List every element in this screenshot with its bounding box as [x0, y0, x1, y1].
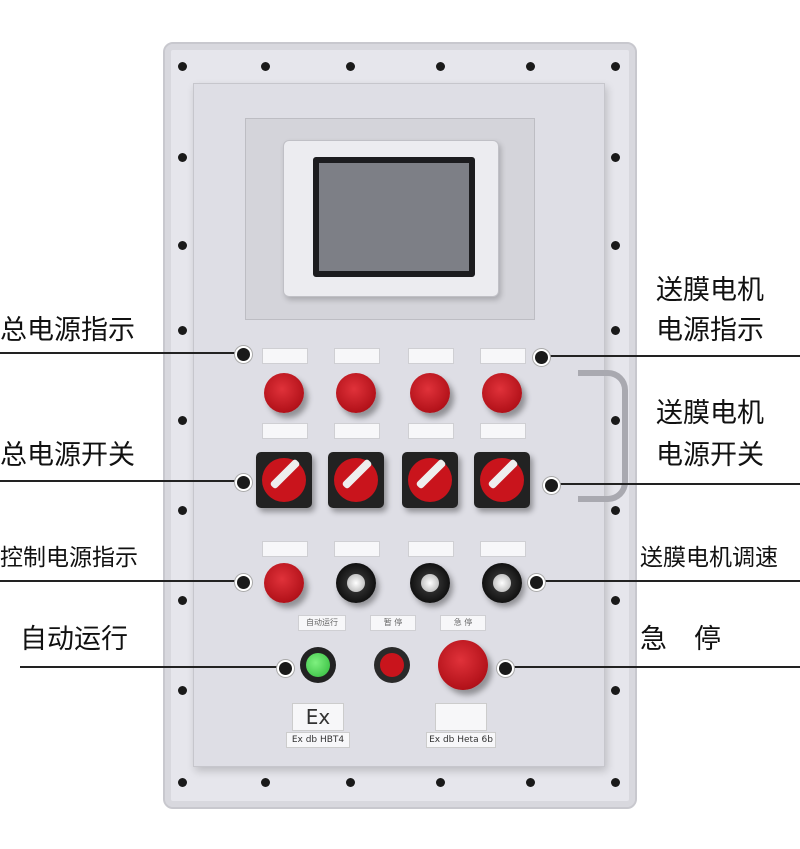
bolt-hole — [611, 778, 620, 787]
callout-dot — [277, 660, 294, 677]
label-plate — [408, 423, 454, 439]
callout-emergency-stop: 急 停 — [640, 624, 721, 655]
callout-dot — [235, 474, 252, 491]
bolt-hole — [611, 596, 620, 605]
callout-dot — [543, 477, 560, 494]
callout-film-motor-power-indicator-1: 送膜电机 — [656, 275, 764, 306]
rotary-power-switch[interactable] — [328, 452, 384, 508]
callout-main-power-indicator: 总电源指示 — [0, 315, 135, 346]
speed-control-knob[interactable] — [336, 563, 376, 603]
bolt-hole — [526, 62, 535, 71]
bolt-hole — [611, 62, 620, 71]
callout-control-power-indicator: 控制电源指示 — [0, 545, 138, 571]
speed-control-knob[interactable] — [482, 563, 522, 603]
label-plate — [262, 541, 308, 557]
blank-plate — [435, 703, 487, 731]
callout-film-motor-power-indicator-2: 电源指示 — [656, 315, 764, 346]
rotary-power-switch[interactable] — [402, 452, 458, 508]
label-plate — [334, 541, 380, 557]
label-plate — [408, 541, 454, 557]
callout-dot — [235, 346, 252, 363]
emergency-stop-button[interactable] — [438, 640, 488, 690]
ex-mark: Ex — [292, 703, 344, 731]
callout-dot — [497, 660, 514, 677]
leader-line — [0, 580, 238, 582]
bolt-hole — [261, 62, 270, 71]
bolt-hole — [611, 153, 620, 162]
label-plate — [262, 348, 308, 364]
label-plate — [480, 541, 526, 557]
door-handle[interactable] — [578, 370, 628, 502]
bolt-hole — [436, 778, 445, 787]
power-indicator-light — [336, 373, 376, 413]
bolt-hole — [178, 62, 187, 71]
label-auto-run: 自动运行 — [298, 615, 346, 631]
label-plate — [480, 423, 526, 439]
bolt-hole — [346, 62, 355, 71]
leader-line — [545, 355, 800, 357]
callout-film-motor-power-switch-2: 电源开关 — [656, 440, 764, 471]
ex-code-left: Ex db HBT4 — [286, 732, 350, 748]
label-plate — [334, 348, 380, 364]
bolt-hole — [178, 506, 187, 515]
bolt-hole — [611, 241, 620, 250]
pause-button[interactable] — [374, 647, 410, 683]
rotary-power-switch[interactable] — [474, 452, 530, 508]
auto-run-indicator — [300, 647, 336, 683]
rotary-power-switch[interactable] — [256, 452, 312, 508]
leader-line — [20, 666, 280, 668]
bolt-hole — [611, 686, 620, 695]
callout-main-power-switch: 总电源开关 — [0, 440, 135, 471]
bolt-hole — [346, 778, 355, 787]
power-indicator-light — [410, 373, 450, 413]
callout-film-motor-power-switch-1: 送膜电机 — [656, 398, 764, 429]
control-power-indicator-light — [264, 563, 304, 603]
speed-control-knob[interactable] — [410, 563, 450, 603]
leader-line — [505, 666, 800, 668]
callout-auto-run: 自动运行 — [20, 624, 128, 655]
leader-line — [555, 483, 800, 485]
label-estop: 急 停 — [440, 615, 486, 631]
bolt-hole — [436, 62, 445, 71]
ex-code-right: Ex db Heta 6b — [426, 732, 496, 748]
bolt-hole — [178, 596, 187, 605]
bolt-hole — [178, 153, 187, 162]
bolt-hole — [178, 241, 187, 250]
leader-line — [0, 352, 238, 354]
bolt-hole — [611, 506, 620, 515]
power-indicator-light — [264, 373, 304, 413]
bolt-hole — [178, 778, 187, 787]
bolt-hole — [178, 686, 187, 695]
power-indicator-light — [482, 373, 522, 413]
leader-line — [540, 580, 800, 582]
bolt-hole — [178, 416, 187, 425]
callout-film-motor-speed: 送膜电机调速 — [640, 545, 778, 571]
bolt-hole — [178, 326, 187, 335]
label-plate — [334, 423, 380, 439]
callout-dot — [533, 349, 550, 366]
label-plate — [480, 348, 526, 364]
bolt-hole — [526, 778, 535, 787]
callout-dot — [528, 574, 545, 591]
bolt-hole — [611, 416, 620, 425]
label-plate — [262, 423, 308, 439]
bolt-hole — [611, 326, 620, 335]
hmi-touchscreen[interactable] — [313, 157, 475, 277]
leader-line — [0, 480, 238, 482]
label-plate — [408, 348, 454, 364]
label-pause: 暂 停 — [370, 615, 416, 631]
callout-dot — [235, 574, 252, 591]
bolt-hole — [261, 778, 270, 787]
